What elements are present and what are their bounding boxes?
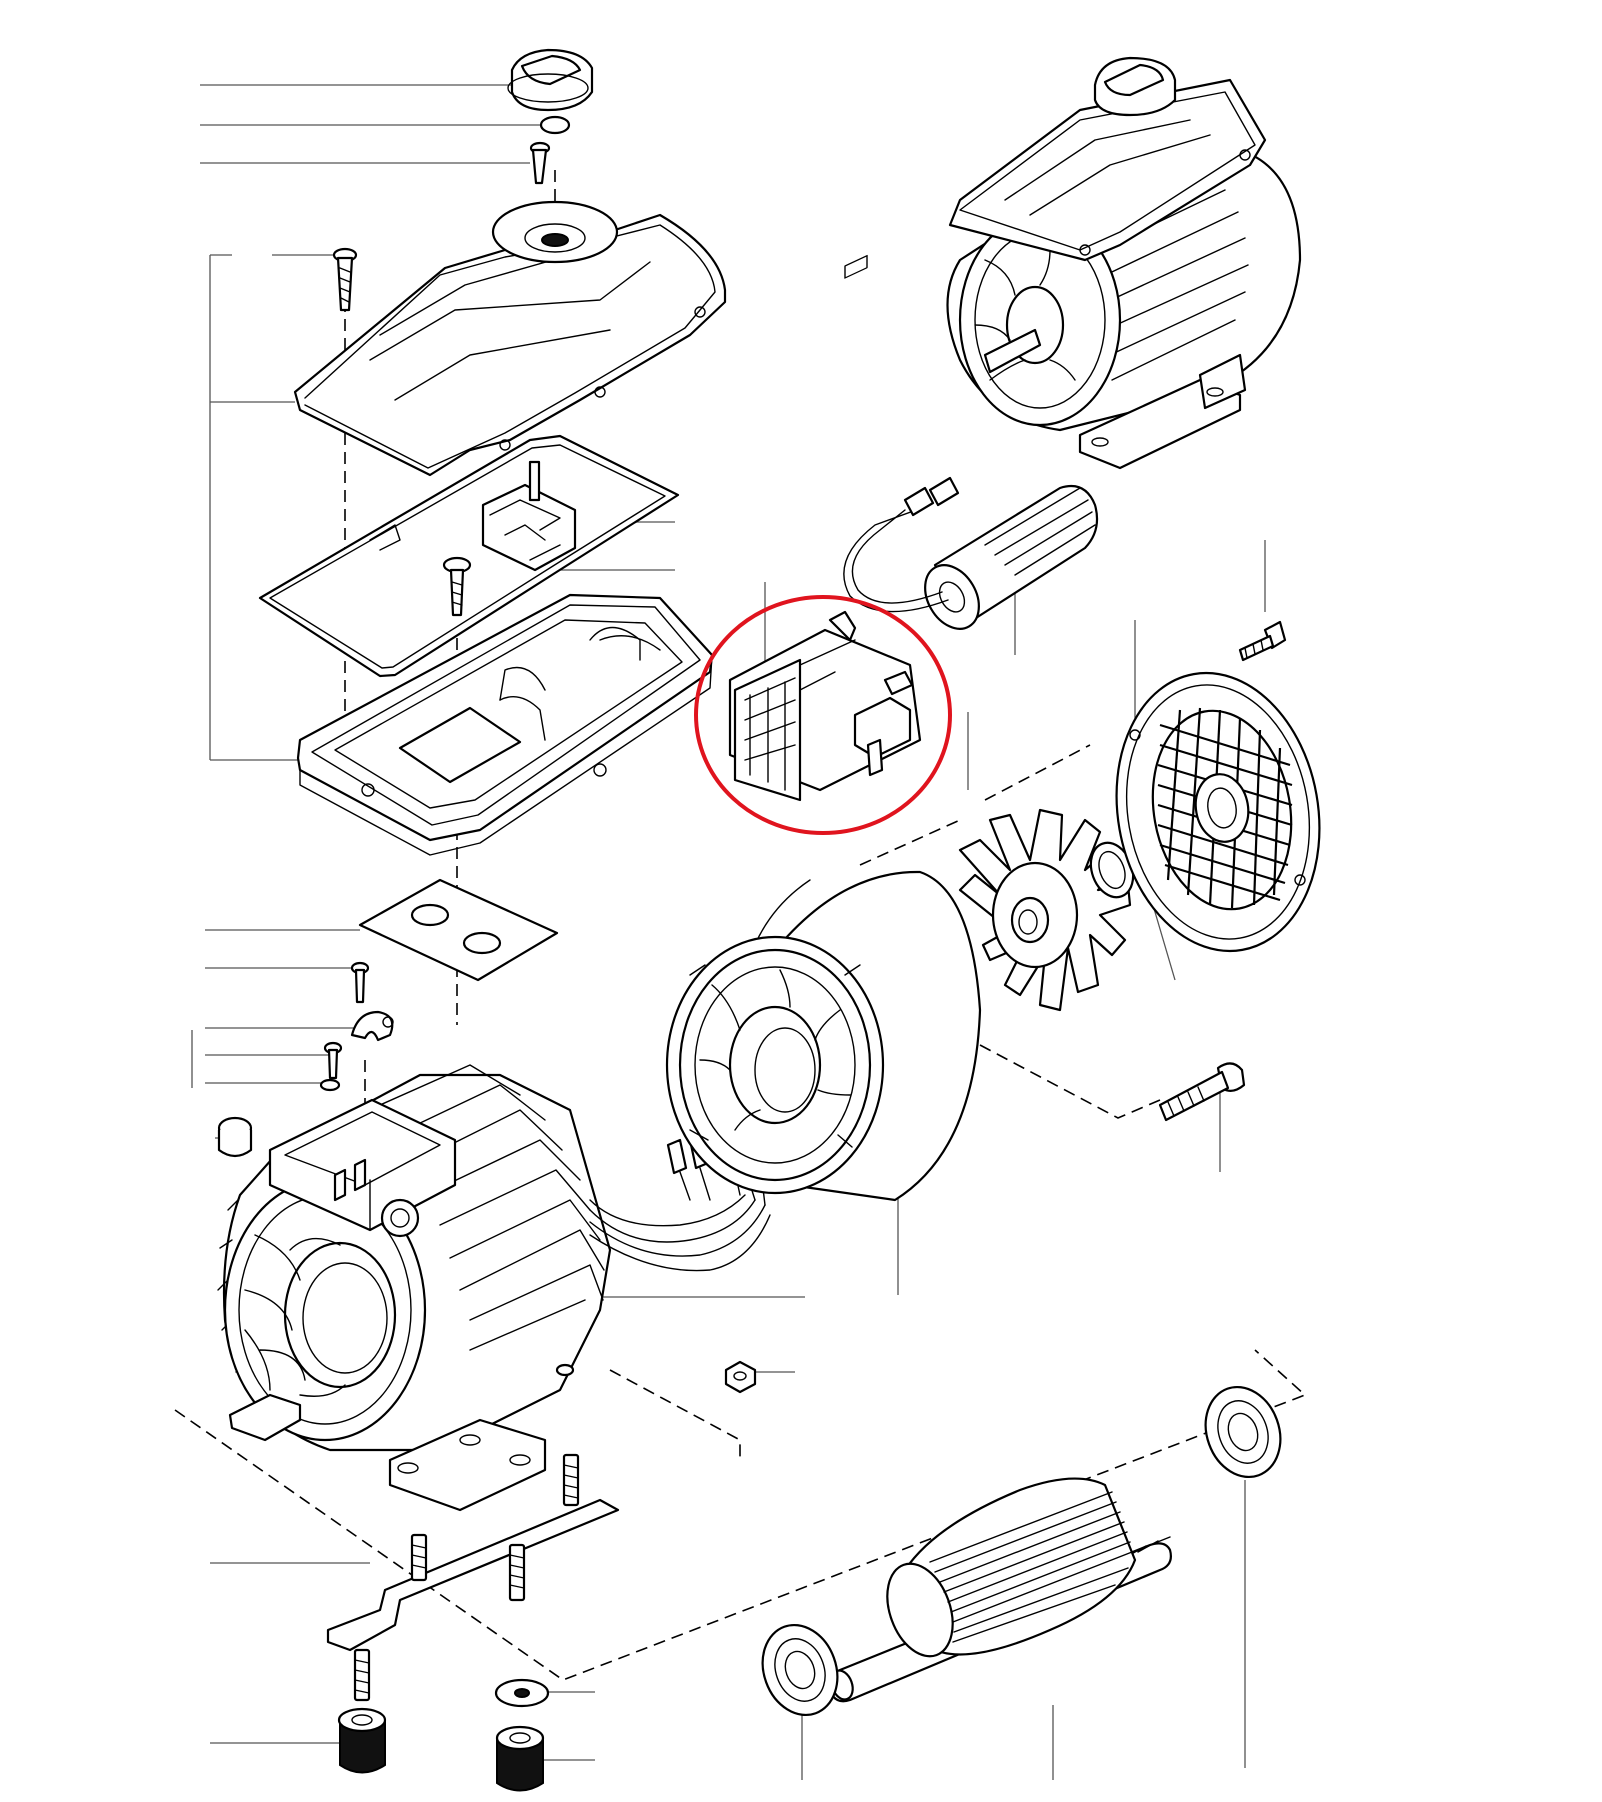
highlight-circle <box>694 595 952 835</box>
terminal-box-cover <box>293 200 727 477</box>
washer-small <box>319 1078 341 1092</box>
cover-knob <box>507 48 594 112</box>
foot-washer <box>494 1678 550 1708</box>
o-ring-small <box>539 115 571 135</box>
stud-bolt-1 <box>562 1453 580 1507</box>
cover-gasket <box>258 434 680 678</box>
bearing-rear <box>1204 1385 1282 1479</box>
stud-bolt-3 <box>508 1543 526 1602</box>
guard-screw <box>1238 620 1287 662</box>
fan-guard <box>1115 671 1321 953</box>
end-shield <box>678 948 872 1182</box>
bearing-front <box>761 1623 839 1717</box>
small-screw-1 <box>350 961 370 1004</box>
assembled-motor <box>946 56 1302 470</box>
rotor-core <box>886 1477 1137 1658</box>
mounting-bracket <box>326 1498 620 1652</box>
entry-plate <box>358 878 559 982</box>
stud-bolt-4 <box>353 1648 371 1702</box>
terminal-box-base <box>296 593 714 856</box>
plug-small <box>217 1116 253 1158</box>
insert-screw <box>442 556 472 617</box>
cooling-fan <box>958 808 1132 1012</box>
cover-screw-long <box>332 247 358 312</box>
capacitor <box>843 476 1099 630</box>
stud-bolt-2 <box>410 1533 428 1582</box>
rubber-foot-1 <box>337 1707 387 1774</box>
cable-clamp <box>350 1010 394 1042</box>
small-screw-2 <box>323 1041 343 1080</box>
hex-nut <box>724 1360 757 1394</box>
rubber-foot-2 <box>495 1725 545 1792</box>
contactor-block <box>728 254 922 802</box>
cover-screw <box>529 141 551 185</box>
switch-insert <box>481 460 577 572</box>
leader-lines <box>191 84 1266 1780</box>
long-bolt <box>1158 1062 1246 1122</box>
motor-housing <box>217 1064 612 1512</box>
